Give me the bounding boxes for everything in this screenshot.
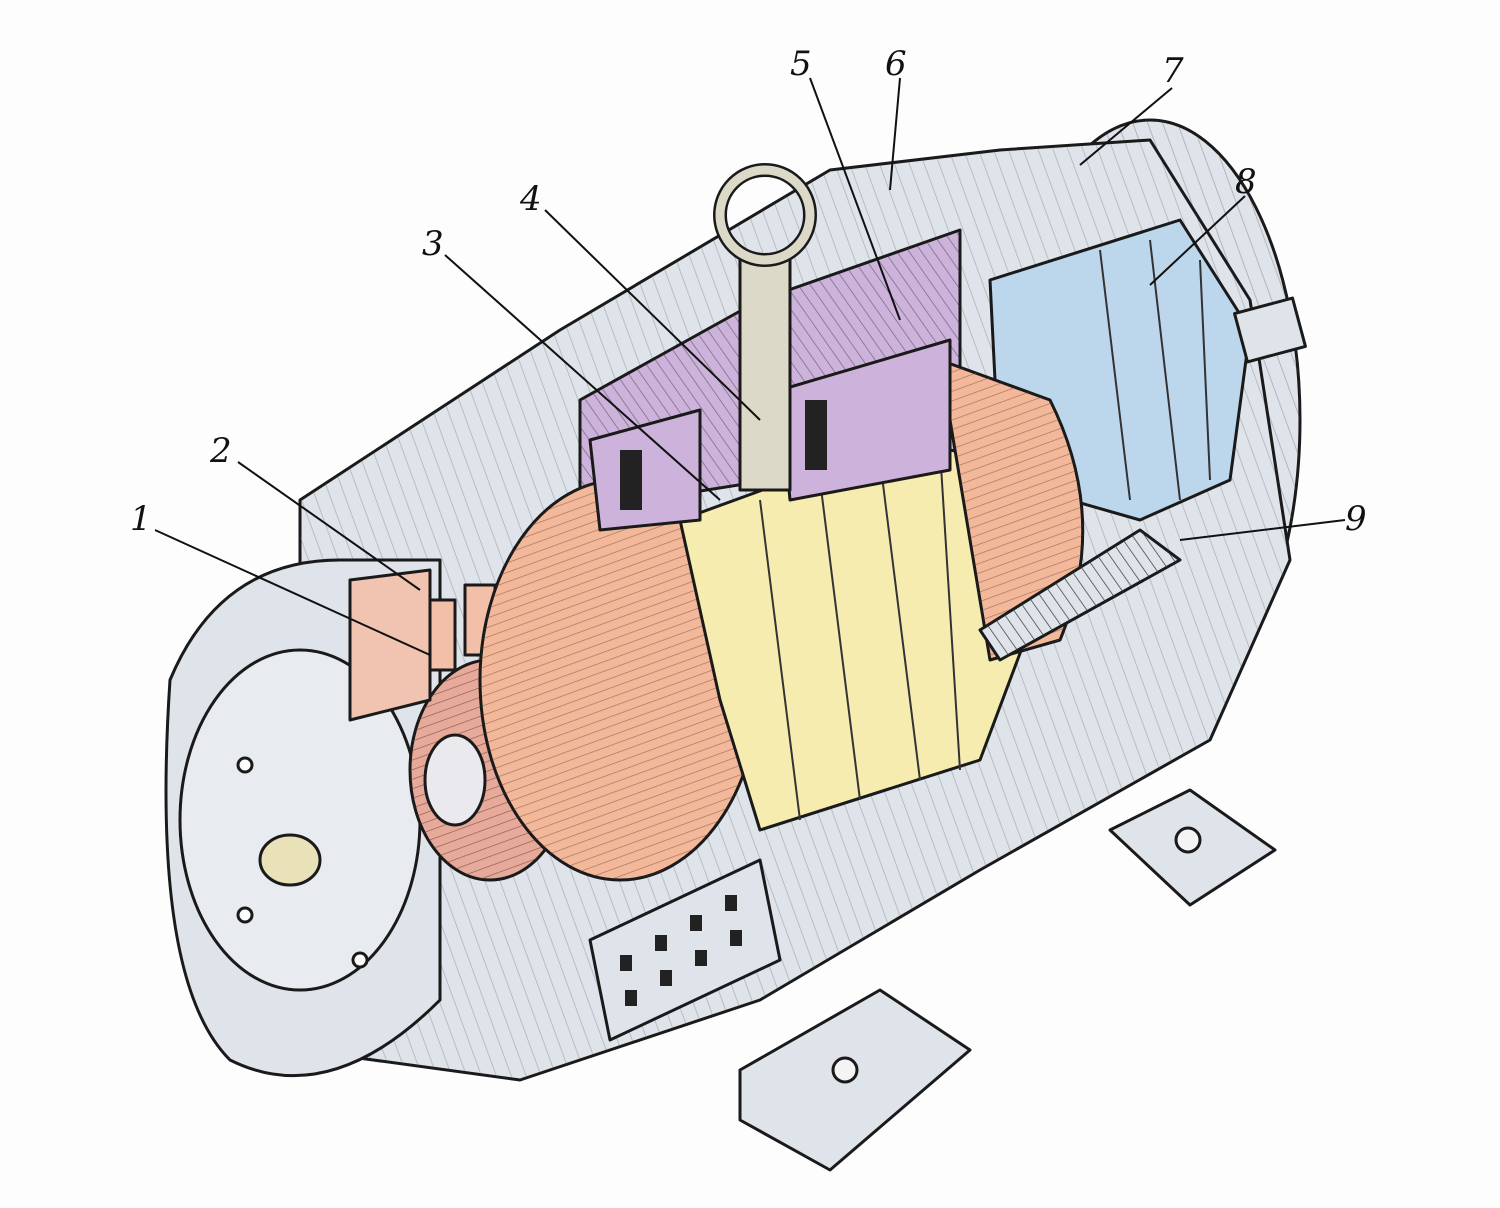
leader-8 bbox=[1149, 195, 1246, 286]
brushes bbox=[348, 568, 497, 722]
leader-9 bbox=[1179, 519, 1346, 541]
vent-grille bbox=[588, 858, 782, 1042]
leader-5 bbox=[809, 77, 901, 321]
armature-winding-front bbox=[478, 478, 762, 882]
main-pole bbox=[588, 338, 952, 532]
front-end-shield bbox=[164, 558, 442, 1078]
label-7: 7 bbox=[1162, 51, 1184, 91]
shaft-screw bbox=[258, 833, 322, 887]
leader-6 bbox=[889, 77, 901, 191]
label-9: 9 bbox=[1345, 499, 1367, 539]
label-2: 2 bbox=[209, 431, 232, 471]
leader-3 bbox=[444, 254, 721, 501]
label-1: 1 bbox=[130, 499, 152, 539]
label-6: 6 bbox=[885, 44, 907, 84]
label-4: 4 bbox=[519, 179, 542, 219]
label-8: 8 bbox=[1235, 162, 1257, 202]
leader-1 bbox=[154, 529, 431, 656]
label-3: 3 bbox=[422, 224, 444, 264]
leader-7 bbox=[1079, 87, 1173, 166]
leader-2 bbox=[237, 461, 421, 591]
leader-4 bbox=[544, 209, 761, 421]
label-5: 5 bbox=[790, 44, 812, 84]
leader-lines bbox=[154, 77, 1346, 656]
lifting-eye-bolt bbox=[713, 163, 817, 492]
mounting-feet bbox=[738, 788, 1277, 1172]
shaft-end bbox=[1233, 296, 1307, 364]
frame-section bbox=[978, 528, 1182, 662]
armature-winding-rear bbox=[938, 358, 1085, 662]
